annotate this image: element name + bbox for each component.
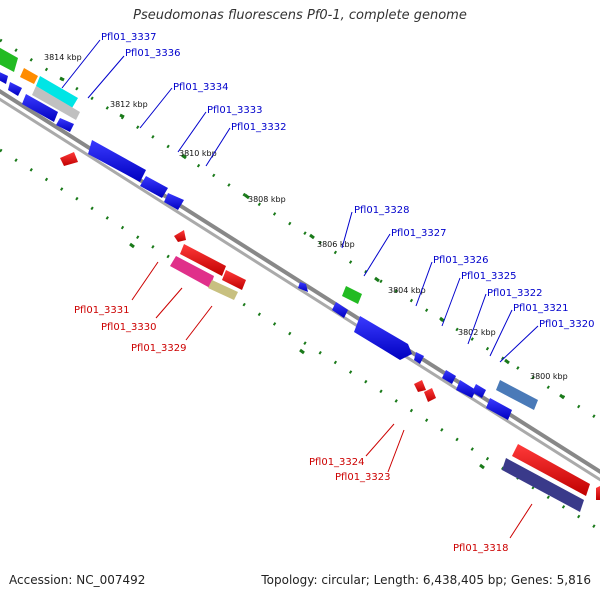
major-ticks <box>59 76 565 470</box>
gene-label[interactable]: Pfl01_3336 <box>125 48 181 59</box>
gene-label[interactable]: Pfl01_3326 <box>433 255 489 266</box>
gene-arrow-blue[interactable] <box>56 118 74 132</box>
gene-arrow-purple[interactable] <box>502 458 584 512</box>
gene-label[interactable]: Pfl01_3320 <box>539 319 595 330</box>
tick-labels: 3814 kbp 3812 kbp 3810 kbp 3808 kbp 3806… <box>44 53 568 381</box>
gene-label[interactable]: Pfl01_3325 <box>461 271 517 282</box>
gene-arrow-blue[interactable] <box>88 140 146 182</box>
gene-arrow-red[interactable] <box>60 152 78 166</box>
gene-label[interactable]: Pfl01_3327 <box>391 228 447 239</box>
gene-arrow-blue[interactable] <box>456 380 476 398</box>
label-leaders-reverse <box>131 261 533 539</box>
gene-label[interactable]: Pfl01_3330 <box>101 322 157 333</box>
gene-arrow-blue[interactable] <box>0 70 8 84</box>
gene-label[interactable]: Pfl01_3329 <box>131 343 187 354</box>
gene-arrow-blue[interactable] <box>332 302 348 318</box>
accession-text: Accession: NC_007492 <box>9 573 146 587</box>
gene-arrow-red[interactable] <box>180 244 226 276</box>
gene-label[interactable]: Pfl01_3318 <box>453 543 509 554</box>
gene-arrow-blue[interactable] <box>164 193 184 210</box>
gene-label[interactable]: Pfl01_3328 <box>354 205 410 216</box>
gene-label[interactable]: Pfl01_3323 <box>335 472 391 483</box>
gene-label[interactable]: Pfl01_3322 <box>487 288 543 299</box>
gene-arrow-orange[interactable] <box>20 68 38 84</box>
forward-genes <box>0 45 538 420</box>
tick-label: 3800 kbp <box>530 372 568 381</box>
gene-label[interactable]: Pfl01_3321 <box>513 303 569 314</box>
gene-arrow-olive[interactable] <box>208 280 238 300</box>
gene-arrow-blue[interactable] <box>140 176 168 198</box>
gene-arrow-magenta[interactable] <box>170 256 214 288</box>
gene-arrow-red[interactable] <box>174 230 186 242</box>
gene-arrow-cyan[interactable] <box>36 76 78 108</box>
gene-arrow-green[interactable] <box>342 286 362 304</box>
gene-labels-forward: Pfl01_3337 Pfl01_3336 Pfl01_3334 Pfl01_3… <box>101 32 595 330</box>
gene-arrow-grey[interactable] <box>32 86 80 120</box>
tick-label: 3810 kbp <box>179 149 217 158</box>
genome-stats-text: Topology: circular; Length: 6,438,405 bp… <box>261 573 591 587</box>
gene-label[interactable]: Pfl01_3334 <box>173 82 229 93</box>
tick-label: 3812 kbp <box>110 100 148 109</box>
gene-arrow-blue[interactable] <box>472 384 486 398</box>
gene-arrow-blue[interactable] <box>442 370 456 384</box>
gene-arrow-blue[interactable] <box>8 82 22 96</box>
label-leaders-forward <box>61 39 539 363</box>
gene-arrow-blue[interactable] <box>298 282 308 292</box>
tick-label: 3808 kbp <box>248 195 286 204</box>
gene-arrow-red[interactable] <box>222 270 246 290</box>
tick-label: 3814 kbp <box>44 53 82 62</box>
gene-arrow-blue[interactable] <box>414 352 424 364</box>
gene-arrow-steelblue[interactable] <box>496 380 538 410</box>
reverse-genes <box>60 152 600 512</box>
map-title: Pseudomonas fluorescens Pf0-1, complete … <box>133 8 467 23</box>
gene-arrow-blue[interactable] <box>354 316 412 360</box>
gene-arrow-red[interactable] <box>414 380 426 392</box>
gene-arrow-red[interactable] <box>512 444 590 496</box>
tick-label: 3802 kbp <box>458 328 496 337</box>
gene-label[interactable]: Pfl01_3337 <box>101 32 157 43</box>
gene-label[interactable]: Pfl01_3324 <box>309 457 365 468</box>
gene-arrow-blue[interactable] <box>486 398 512 420</box>
tick-label: 3806 kbp <box>317 240 355 249</box>
gene-label[interactable]: Pfl01_3331 <box>74 305 130 316</box>
gene-label[interactable]: Pfl01_3333 <box>207 105 263 116</box>
gene-arrow-blue[interactable] <box>22 94 58 122</box>
gene-arrow-red[interactable] <box>424 388 436 402</box>
gene-arrow-red[interactable] <box>596 486 600 500</box>
gene-arrow-green[interactable] <box>0 45 18 72</box>
tick-label: 3804 kbp <box>388 286 426 295</box>
gene-label[interactable]: Pfl01_3332 <box>231 122 287 133</box>
gene-labels-reverse: Pfl01_3331 Pfl01_3330 Pfl01_3329 Pfl01_3… <box>74 305 509 554</box>
